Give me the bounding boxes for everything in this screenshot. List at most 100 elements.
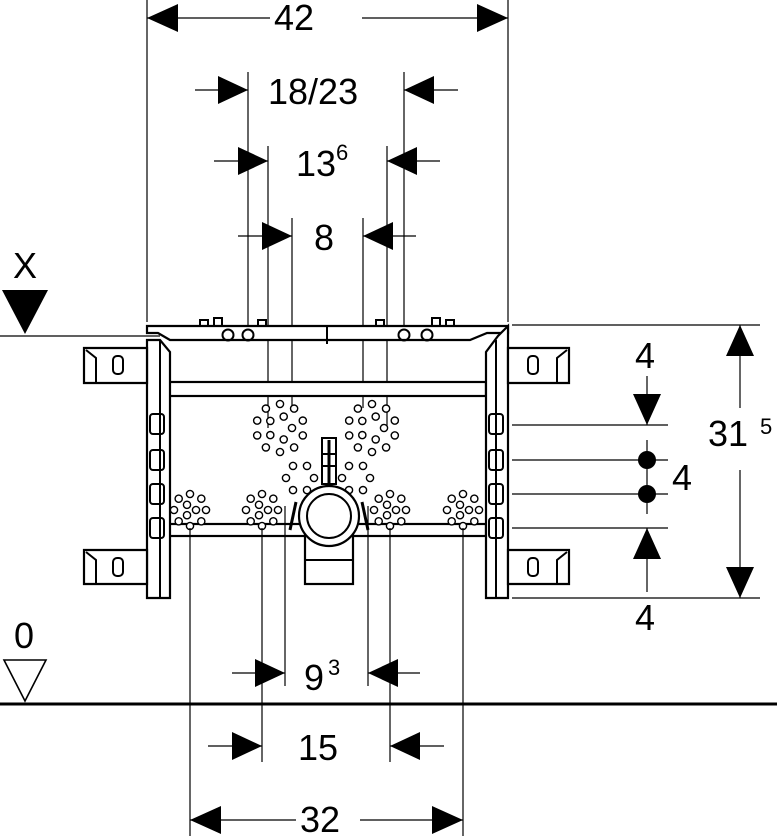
outlet-hole <box>191 505 201 515</box>
arrow-15-right <box>390 732 420 760</box>
outlet-hole <box>455 510 465 520</box>
outlet-hole <box>357 416 367 426</box>
outlet-hole <box>261 443 271 452</box>
outlet-hole <box>182 500 192 510</box>
dimension-31-5-sup: 5 <box>760 414 772 439</box>
arrow-93-left <box>255 659 285 687</box>
outlet-hole <box>382 510 392 520</box>
left-post-slot-2 <box>149 449 165 471</box>
outlet-hole <box>273 505 283 515</box>
arrow-136-right <box>387 147 417 175</box>
outlet-hole <box>182 510 192 520</box>
floor-level-triangle <box>2 659 48 703</box>
arrow-32-right <box>432 806 463 834</box>
right-post-slot-2 <box>488 449 504 471</box>
outlet-hole <box>254 500 264 510</box>
bracket-top-left <box>82 346 149 385</box>
outlet-hole <box>367 447 377 457</box>
outlet-hole <box>252 416 262 425</box>
outlet-hole <box>254 510 264 520</box>
outlet-hole <box>252 431 262 440</box>
outlet-hole <box>309 473 319 483</box>
outlet-hole <box>268 517 278 526</box>
outlet-hole <box>298 431 308 440</box>
right-post-slot-1 <box>488 413 504 435</box>
arrow-32-left <box>190 806 221 834</box>
dimension-9-3-sup: 3 <box>328 655 340 680</box>
outlet-hole <box>174 494 183 504</box>
outlet-hole <box>382 500 392 510</box>
rail-clip-5 <box>431 317 441 327</box>
drain-elbow <box>288 437 370 586</box>
dimension-42: 42 <box>274 0 314 38</box>
outlet-hole <box>289 443 299 452</box>
outlet-hole <box>396 494 406 504</box>
right-post-slot-4 <box>488 517 504 539</box>
arrow-8-right <box>363 222 393 250</box>
arrow-1823-left <box>218 76 248 104</box>
x-level-label: X <box>13 245 37 286</box>
outlet-hole <box>455 500 465 510</box>
rail-clip-2 <box>213 317 223 327</box>
dimension-13-6-sup: 6 <box>336 140 348 165</box>
outlet-hole <box>396 517 406 526</box>
outlet-hole <box>185 489 195 499</box>
outlet-hole <box>288 461 298 471</box>
outlet-hole <box>344 431 354 440</box>
dimension-4-middle: 4 <box>672 457 692 498</box>
floor-level-label: 0 <box>14 615 34 656</box>
dim-dot-upper <box>638 451 656 469</box>
dimension-9-3: 9 <box>304 657 324 698</box>
outlet-hole <box>246 494 255 504</box>
arrow-93-right <box>368 659 398 687</box>
arrow-15-left <box>232 732 262 760</box>
outlet-hole <box>458 489 468 499</box>
outlet-hole <box>358 461 368 471</box>
arrow-136-left <box>238 147 268 175</box>
arrow-315-top <box>726 325 754 356</box>
arrow-4-top <box>633 394 661 425</box>
rail-clip-3 <box>257 319 267 327</box>
arrow-42-right <box>477 4 508 32</box>
outlet-hole <box>374 517 384 526</box>
outlet-hole <box>287 423 297 433</box>
left-post-slot-4 <box>149 517 165 539</box>
dimension-13-6: 13 <box>296 143 336 184</box>
rail-hole-1 <box>221 328 235 342</box>
outlet-hole <box>374 494 384 504</box>
outlet-hole <box>289 404 299 413</box>
dimension-4-top: 4 <box>635 335 655 376</box>
right-post-slot-3 <box>488 483 504 505</box>
dimension-8: 8 <box>314 217 334 258</box>
outlet-hole <box>279 412 289 421</box>
outlet-hole <box>390 416 400 425</box>
outlet-hole <box>474 505 484 515</box>
outlet-hole <box>196 517 206 526</box>
rail-clip-4 <box>375 319 385 327</box>
outlet-hole <box>298 416 308 425</box>
outlet-hole <box>174 517 183 526</box>
outlet-hole <box>261 404 271 413</box>
left-post-slot-1 <box>149 413 165 435</box>
outlet-hole <box>365 473 375 483</box>
outlet-hole <box>268 494 278 504</box>
rail-hole-3 <box>397 328 411 342</box>
outlet-hole <box>367 399 377 409</box>
outlet-hole <box>469 494 479 504</box>
rail-hole-4 <box>420 328 434 342</box>
outlet-hole <box>447 494 457 504</box>
outlet-hole <box>337 473 347 483</box>
outlet-hole <box>442 505 452 515</box>
dimension-32: 32 <box>300 799 340 836</box>
outlet-hole <box>385 489 395 499</box>
outlet-hole <box>302 485 312 495</box>
outlet-hole <box>381 443 391 452</box>
outlet-hole <box>381 404 391 413</box>
arrow-8-left <box>262 222 292 250</box>
outlet-hole <box>469 517 479 526</box>
arrow-1823-right <box>404 76 434 104</box>
rail-clip-6 <box>445 319 455 327</box>
outlet-hole <box>369 505 379 515</box>
rail-hole-2 <box>241 328 255 342</box>
outlet-hole <box>464 505 474 515</box>
